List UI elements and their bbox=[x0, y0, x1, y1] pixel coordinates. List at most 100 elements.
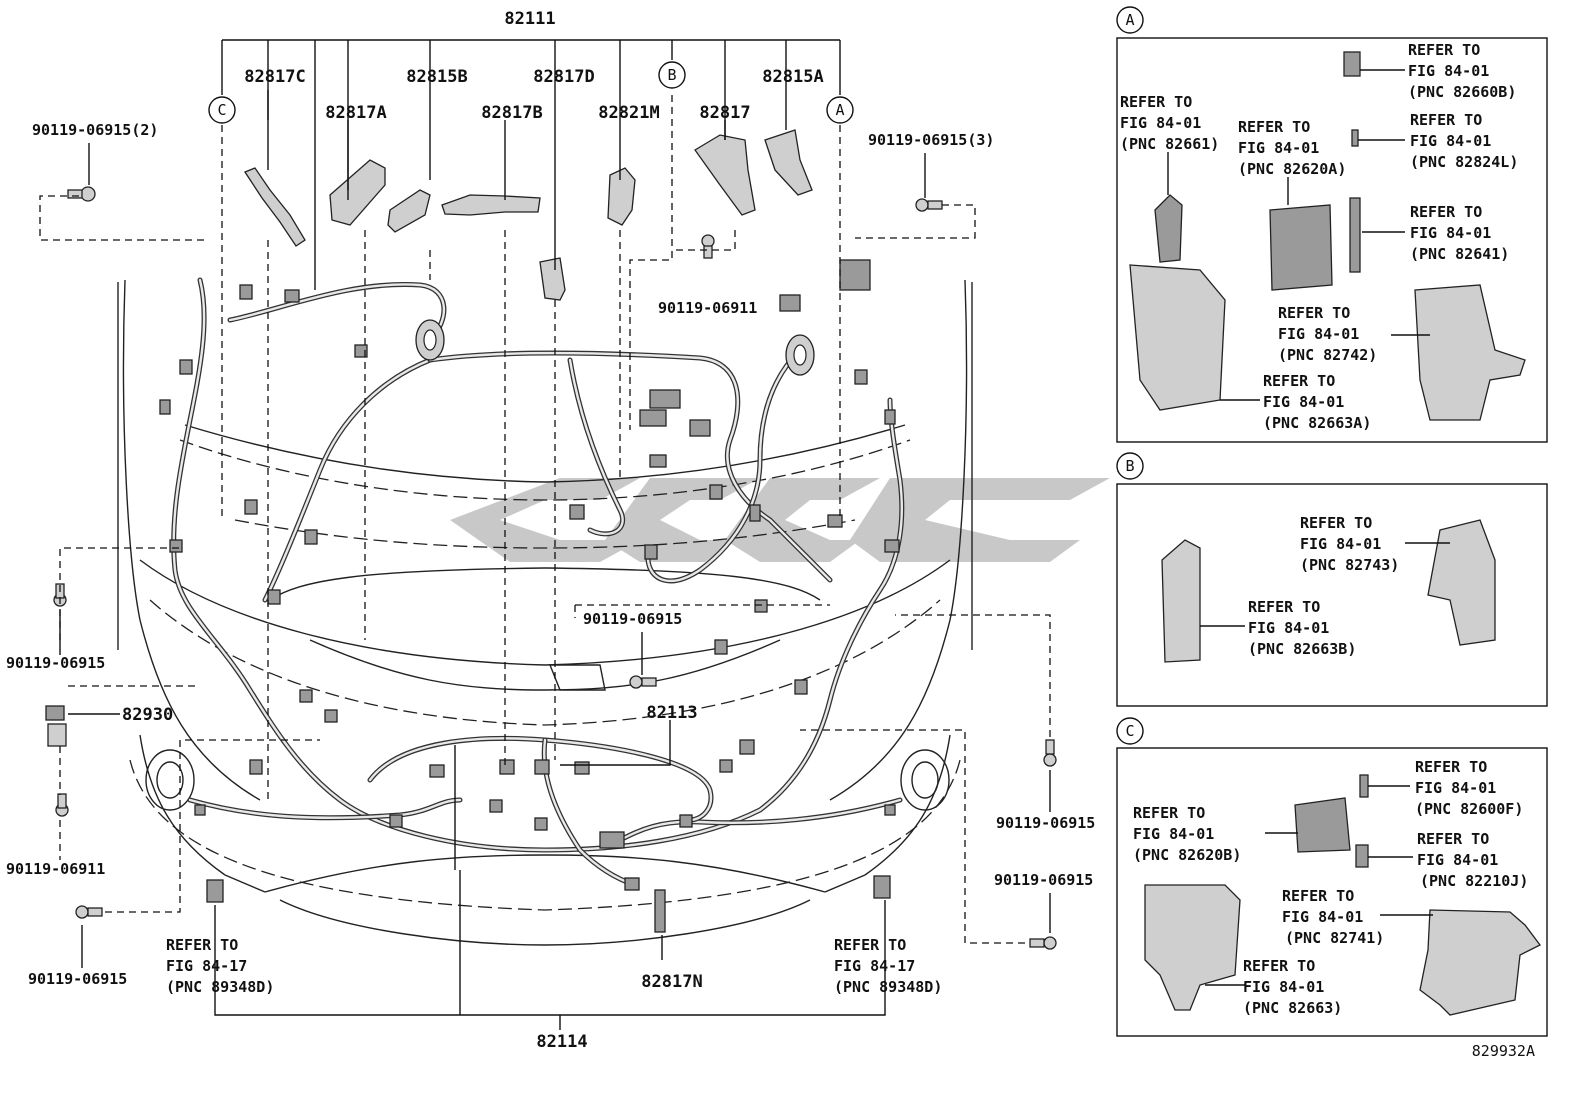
svg-text:REFER TO: REFER TO bbox=[1133, 804, 1205, 822]
svg-text:FIG 84-01: FIG 84-01 bbox=[1278, 325, 1359, 343]
circle-marker-c: C bbox=[208, 96, 236, 124]
label-82111: 82111 bbox=[504, 9, 555, 29]
svg-text:FIG 84-01: FIG 84-01 bbox=[1243, 978, 1324, 996]
svg-text:C: C bbox=[217, 101, 226, 119]
inset-c-marker: C bbox=[1125, 722, 1134, 740]
svg-text:FIG 84-01: FIG 84-01 bbox=[1133, 825, 1214, 843]
svg-text:REFER TO: REFER TO bbox=[166, 936, 238, 954]
label-82815b: 82815B bbox=[406, 67, 467, 87]
svg-text:FIG 84-01: FIG 84-01 bbox=[1408, 62, 1489, 80]
svg-text:REFER TO: REFER TO bbox=[1243, 957, 1315, 975]
svg-text:REFER TO: REFER TO bbox=[834, 936, 906, 954]
main-labels: 82111 82817C 82817A 82815B 82817B 82817D… bbox=[6, 9, 1095, 1052]
svg-text:REFER TO: REFER TO bbox=[1410, 111, 1482, 129]
inset-c-ref-82663: REFER TO FIG 84-01 (PNC 82663) bbox=[1243, 957, 1342, 1017]
svg-text:REFER TO: REFER TO bbox=[1282, 887, 1354, 905]
inset-a-ref-82660b: REFER TO FIG 84-01 (PNC 82660B) bbox=[1408, 41, 1516, 101]
svg-text:REFER TO: REFER TO bbox=[1408, 41, 1480, 59]
inset-b: B REFER TO FIG 84-01 (PNC 82743) REFER T… bbox=[1116, 452, 1548, 707]
svg-text:(PNC 82660B): (PNC 82660B) bbox=[1408, 83, 1516, 101]
svg-text:FIG 84-01: FIG 84-01 bbox=[1238, 139, 1319, 157]
svg-text:(PNC 82663A): (PNC 82663A) bbox=[1263, 414, 1371, 432]
svg-text:REFER TO: REFER TO bbox=[1120, 93, 1192, 111]
inset-a-ref-82824l: REFER TO FIG 84-01 (PNC 82824L) bbox=[1410, 111, 1518, 171]
svg-text:(PNC 89348D): (PNC 89348D) bbox=[166, 978, 274, 996]
label-82114: 82114 bbox=[536, 1032, 587, 1052]
svg-text:FIG 84-01: FIG 84-01 bbox=[1282, 908, 1363, 926]
bottom-ref-left: REFER TO FIG 84-17 (PNC 89348D) bbox=[166, 936, 274, 996]
inset-c-ref-82741: REFER TO FIG 84-01 (PNC 82741) bbox=[1282, 887, 1384, 947]
bolt-label-3: 90119-06911 bbox=[658, 299, 757, 317]
svg-text:REFER TO: REFER TO bbox=[1300, 514, 1372, 532]
svg-text:FIG 84-01: FIG 84-01 bbox=[1248, 619, 1329, 637]
svg-text:REFER TO: REFER TO bbox=[1415, 758, 1487, 776]
bolt-label-1: 90119-06915(2) bbox=[32, 121, 158, 139]
bolt-label-2: 90119-06915(3) bbox=[868, 131, 994, 149]
bolt-label-4: 90119-06915 bbox=[6, 654, 105, 672]
label-82817n: 82817N bbox=[641, 972, 702, 992]
svg-text:REFER TO: REFER TO bbox=[1410, 203, 1482, 221]
svg-text:FIG 84-01: FIG 84-01 bbox=[1417, 851, 1498, 869]
label-82817c: 82817C bbox=[244, 67, 305, 87]
svg-text:FIG 84-01: FIG 84-01 bbox=[1263, 393, 1344, 411]
bolt-label-9: 90119-06915 bbox=[28, 970, 127, 988]
svg-text:FIG 84-01: FIG 84-01 bbox=[1415, 779, 1496, 797]
bolt-label-7: 90119-06915 bbox=[996, 814, 1095, 832]
inset-c-ref-82600f: REFER TO FIG 84-01 (PNC 82600F) bbox=[1415, 758, 1523, 818]
label-82113: 82113 bbox=[646, 703, 697, 723]
inset-b-ref-82663b: REFER TO FIG 84-01 (PNC 82663B) bbox=[1248, 598, 1356, 658]
svg-text:(PNC 82663B): (PNC 82663B) bbox=[1248, 640, 1356, 658]
inset-a-ref-82742: REFER TO FIG 84-01 (PNC 82742) bbox=[1278, 304, 1377, 364]
label-82815a: 82815A bbox=[762, 67, 823, 87]
svg-text:REFER TO: REFER TO bbox=[1278, 304, 1350, 322]
svg-text:REFER TO: REFER TO bbox=[1248, 598, 1320, 616]
svg-text:(PNC 82620A): (PNC 82620A) bbox=[1238, 160, 1346, 178]
svg-text:REFER TO: REFER TO bbox=[1417, 830, 1489, 848]
svg-text:FIG 84-17: FIG 84-17 bbox=[834, 957, 915, 975]
svg-text:(PNC 82743): (PNC 82743) bbox=[1300, 556, 1399, 574]
svg-text:FIG 84-01: FIG 84-01 bbox=[1410, 224, 1491, 242]
circle-marker-a: A bbox=[826, 96, 854, 124]
svg-text:(PNC 82600F): (PNC 82600F) bbox=[1415, 800, 1523, 818]
circle-marker-b: B bbox=[658, 61, 686, 89]
label-82817b: 82817B bbox=[481, 103, 542, 123]
svg-text:A: A bbox=[835, 101, 844, 119]
svg-text:(PNC 82661): (PNC 82661) bbox=[1120, 135, 1219, 153]
inset-a-ref-82661: REFER TO FIG 84-01 (PNC 82661) bbox=[1120, 93, 1219, 153]
svg-text:FIG 84-01: FIG 84-01 bbox=[1120, 114, 1201, 132]
svg-text:B: B bbox=[667, 66, 676, 84]
svg-text:FIG 84-01: FIG 84-01 bbox=[1300, 535, 1381, 553]
label-82821m: 82821M bbox=[598, 103, 659, 123]
svg-text:FIG 84-01: FIG 84-01 bbox=[1410, 132, 1491, 150]
inset-a-ref-82663a: REFER TO FIG 84-01 (PNC 82663A) bbox=[1263, 372, 1371, 432]
label-82817: 82817 bbox=[699, 103, 750, 123]
svg-text:(PNC 82663): (PNC 82663) bbox=[1243, 999, 1342, 1017]
figure-id: 829932A bbox=[1472, 1042, 1535, 1060]
inset-c: C REFER TO FIG 84-01 (PNC 82600F) REFER … bbox=[1116, 717, 1548, 1037]
bolt-label-6: 90119-06911 bbox=[6, 860, 105, 878]
svg-text:(PNC 82641): (PNC 82641) bbox=[1410, 245, 1509, 263]
inset-b-marker: B bbox=[1125, 457, 1134, 475]
svg-text:FIG 84-17: FIG 84-17 bbox=[166, 957, 247, 975]
svg-text:(PNC 82824L): (PNC 82824L) bbox=[1410, 153, 1518, 171]
bolt-label-8: 90119-06915 bbox=[994, 871, 1093, 889]
svg-text:REFER TO: REFER TO bbox=[1263, 372, 1335, 390]
loose-parts bbox=[53, 129, 1057, 950]
inset-b-ref-82743: REFER TO FIG 84-01 (PNC 82743) bbox=[1300, 514, 1399, 574]
svg-text:REFER TO: REFER TO bbox=[1238, 118, 1310, 136]
wire-harness bbox=[45, 259, 905, 933]
bottom-ref-right: REFER TO FIG 84-17 (PNC 89348D) bbox=[834, 936, 942, 996]
svg-text:(PNC 82742): (PNC 82742) bbox=[1278, 346, 1377, 364]
inset-a-ref-82620a: REFER TO FIG 84-01 (PNC 82620A) bbox=[1238, 118, 1346, 178]
svg-text:(PNC 82620B): (PNC 82620B) bbox=[1133, 846, 1241, 864]
svg-text:(PNC 89348D): (PNC 89348D) bbox=[834, 978, 942, 996]
inset-c-ref-82620b: REFER TO FIG 84-01 (PNC 82620B) bbox=[1133, 804, 1241, 864]
watermark-logo bbox=[450, 478, 1110, 562]
svg-text:(PNC 82210J): (PNC 82210J) bbox=[1420, 872, 1528, 890]
vehicle-body-outline bbox=[117, 279, 973, 946]
label-82930: 82930 bbox=[122, 705, 173, 725]
bolt-label-5: 90119-06915 bbox=[583, 610, 682, 628]
label-82817a: 82817A bbox=[325, 103, 386, 123]
